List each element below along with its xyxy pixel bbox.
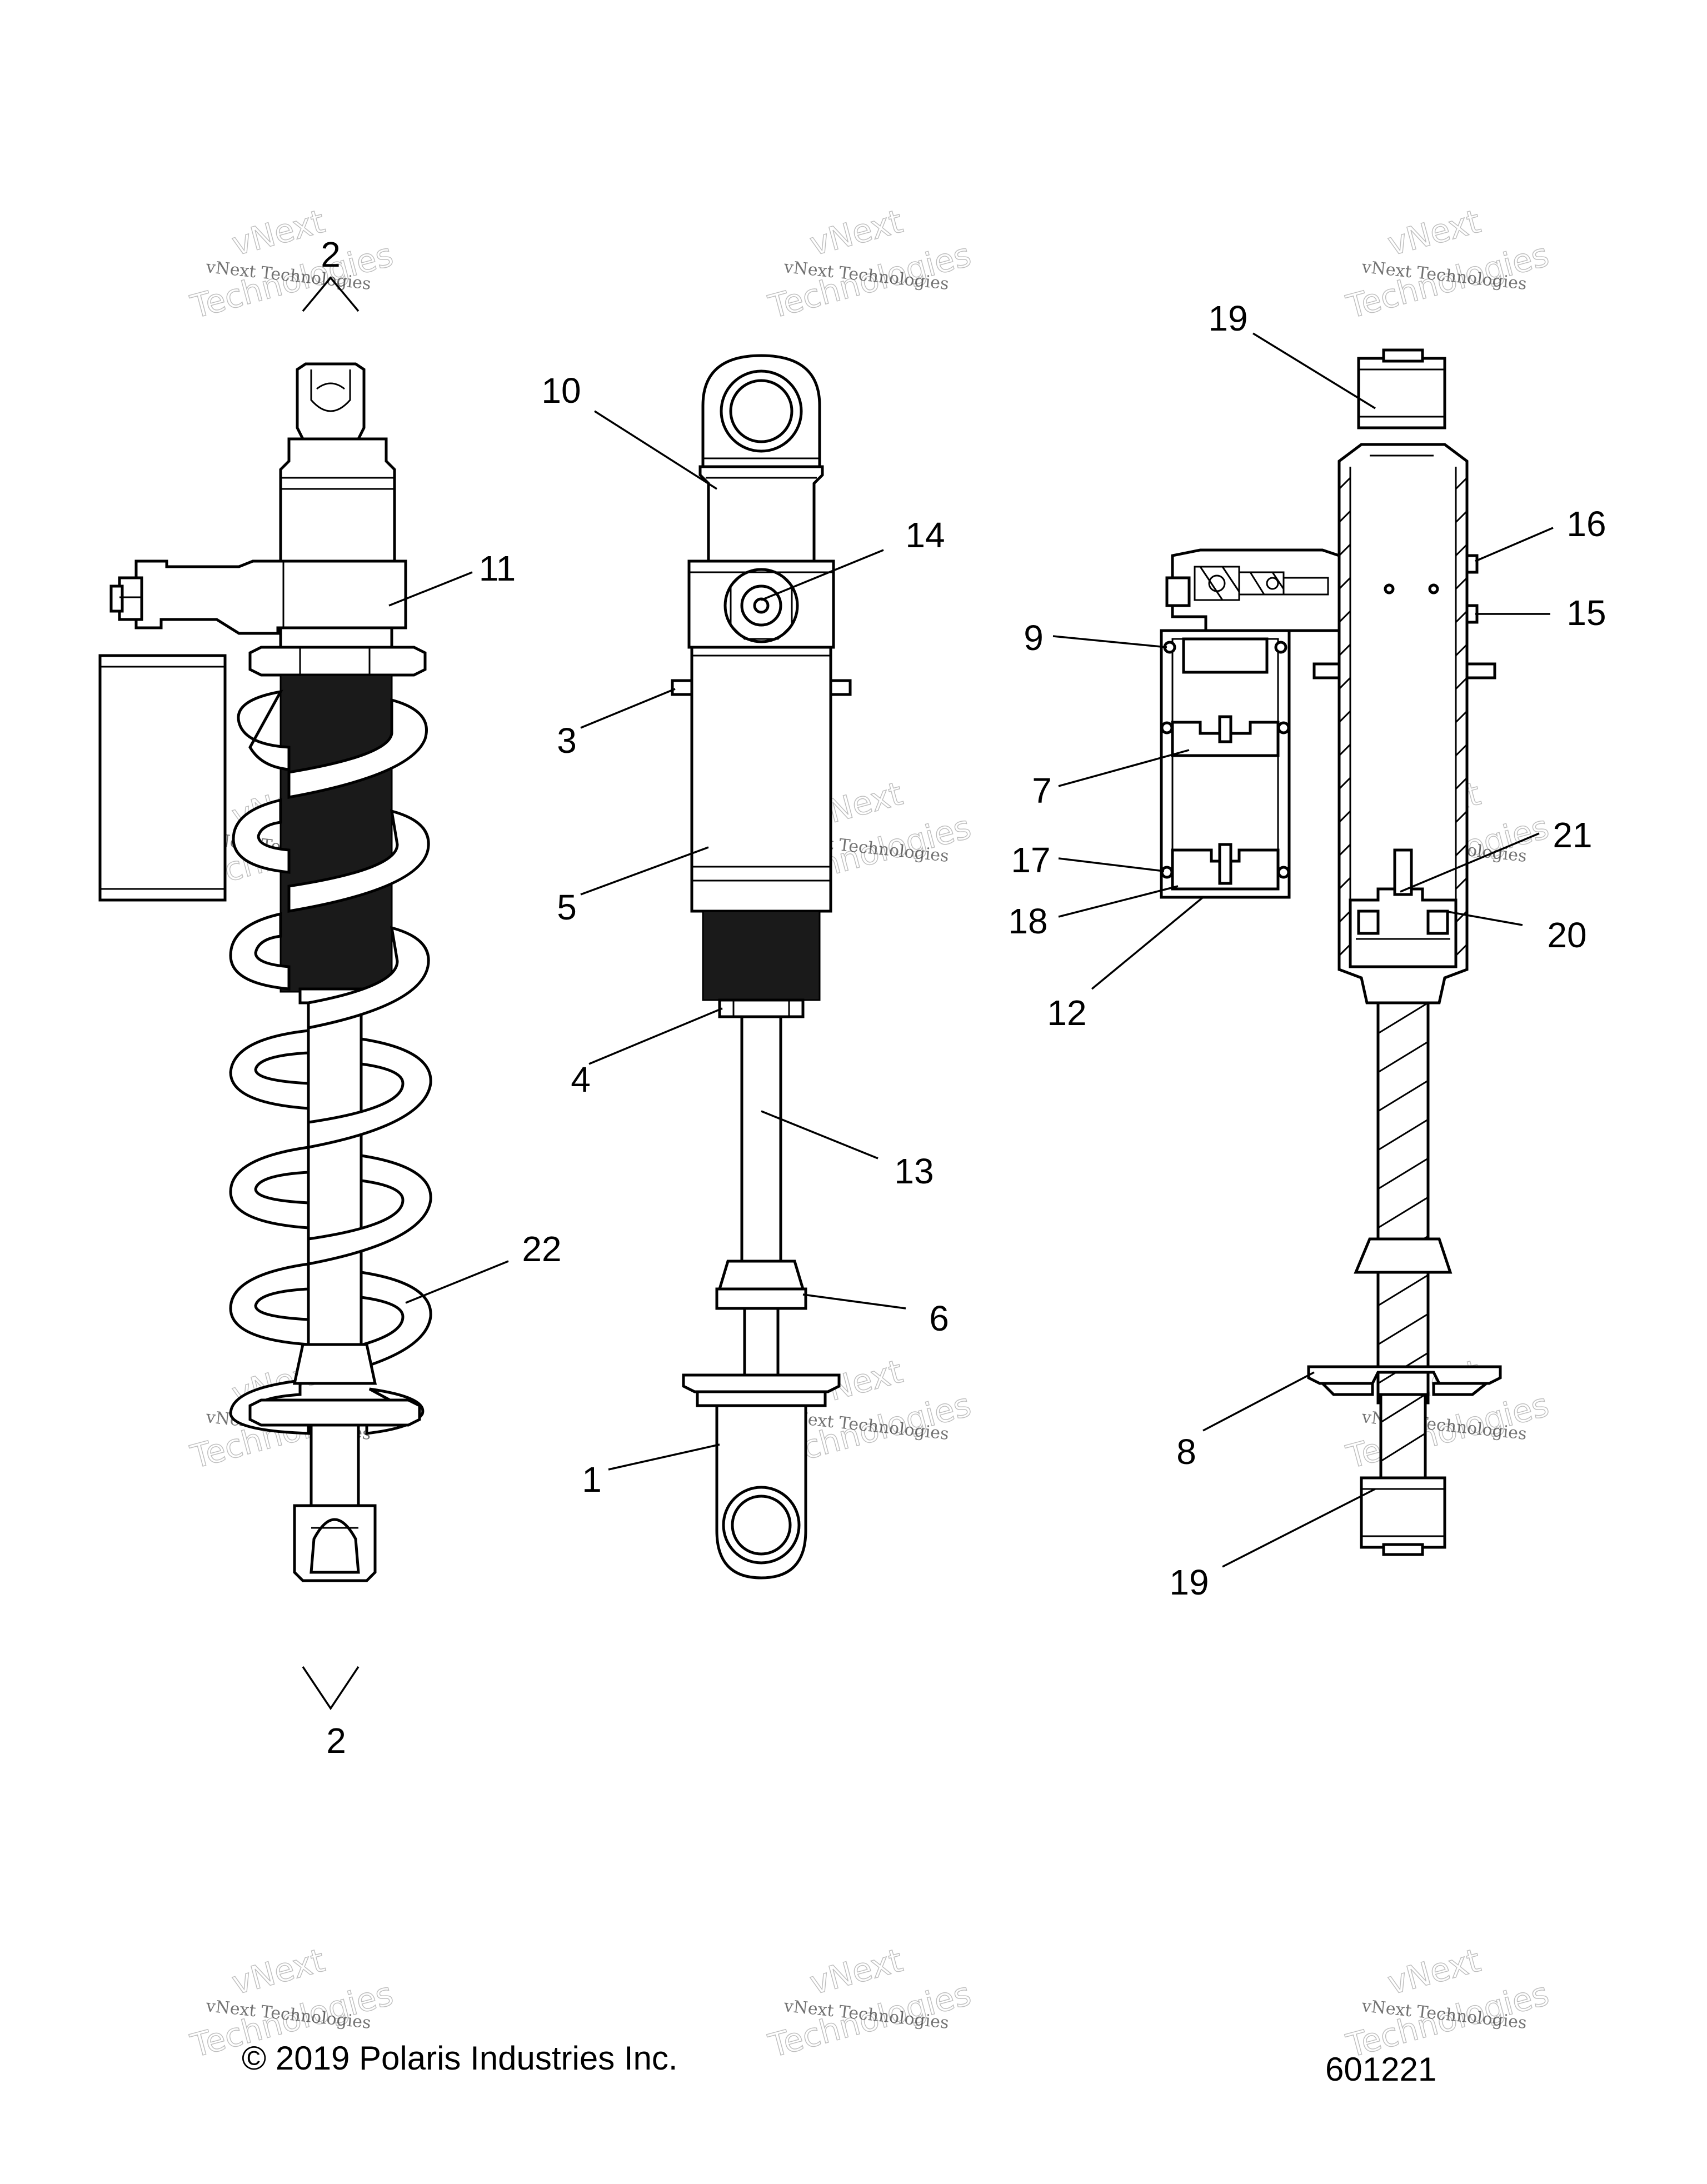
diagram-number: 601221: [1325, 2051, 1436, 2088]
watermark: vNext Technologies vNext Technologies: [764, 1941, 975, 2065]
leader-1: [608, 1443, 720, 1471]
callouts: 2 2 11 22 10 14 3 5 4 13 6 1 19 16 15 9 …: [321, 234, 1606, 1761]
watermark-line2: vNext: [806, 1941, 906, 2002]
callout-8: 8: [1176, 1432, 1196, 1472]
callout-12: 12: [1047, 993, 1086, 1033]
callout-5: 5: [557, 887, 577, 927]
callout-1: 1: [582, 1460, 602, 1500]
watermark-line2: vNext: [228, 1941, 328, 2002]
leader-17: [1058, 857, 1165, 872]
leader-22: [405, 1260, 509, 1304]
leader-7: [1058, 749, 1190, 787]
callout-19-top: 19: [1208, 298, 1247, 338]
footer: © 2019 Polaris Industries Inc. 601221: [242, 2040, 1436, 2088]
watermark: vNext Technologies vNext Technologies: [1342, 202, 1553, 326]
leader-9: [1052, 635, 1167, 648]
watermark-line2: vNext: [1384, 202, 1484, 263]
leader-5: [580, 846, 709, 896]
watermark: vNext Technologies vNext Technologies: [186, 202, 397, 326]
coil-spring: [229, 689, 432, 1435]
callout-3: 3: [557, 721, 577, 761]
leader-lines: [302, 276, 1554, 1711]
callout-22: 22: [522, 1229, 561, 1269]
leader-6: [802, 1293, 906, 1310]
watermark: vNext Technologies vNext Technologies: [764, 202, 975, 326]
callout-10: 10: [541, 371, 581, 411]
callout-21: 21: [1553, 815, 1592, 855]
leader-19-top: [1252, 332, 1376, 409]
callout-11: 11: [479, 548, 516, 588]
callout-4: 4: [571, 1059, 591, 1100]
callout-6: 6: [929, 1298, 949, 1338]
leader-16: [1475, 527, 1554, 562]
leader-8: [1202, 1371, 1315, 1432]
leader-21: [1400, 832, 1540, 893]
callout-17: 17: [1011, 840, 1050, 880]
leader-14: [761, 549, 884, 601]
callout-20: 20: [1547, 915, 1586, 955]
callout-18: 18: [1008, 901, 1047, 941]
watermark-line2: vNext: [1384, 1941, 1484, 2002]
leader-2-bottom: [302, 1666, 360, 1711]
leader-2-top: [302, 276, 360, 312]
leader-19-bottom: [1222, 1488, 1376, 1568]
right-shock-cutaway: [1160, 348, 1502, 1556]
leader-12: [1091, 896, 1204, 990]
leader-20: [1444, 910, 1523, 926]
callout-13: 13: [894, 1151, 934, 1191]
leader-4: [588, 1007, 723, 1065]
leader-18: [1058, 885, 1179, 918]
leader-10: [594, 410, 717, 490]
watermark-line2: vNext: [228, 202, 328, 263]
callout-2-top: 2: [321, 234, 341, 274]
copyright-text: © 2019 Polaris Industries Inc.: [242, 2040, 678, 2077]
callout-15: 15: [1566, 593, 1606, 633]
left-shock-assembly: [98, 362, 432, 1582]
callout-2-bottom: 2: [326, 1721, 346, 1761]
callout-16: 16: [1566, 504, 1606, 544]
callout-9: 9: [1024, 618, 1044, 658]
callout-14: 14: [905, 515, 945, 555]
valve-internals: [1194, 566, 1329, 601]
callout-19-bottom: 19: [1169, 1562, 1209, 1602]
center-shock-assembly: [671, 354, 852, 1580]
watermark-line2: vNext: [806, 202, 906, 263]
leader-3: [580, 688, 676, 729]
leader-11: [388, 571, 473, 607]
watermark: vNext Technologies vNext Technologies: [1342, 1941, 1553, 2065]
hatched-walls: [1338, 477, 1468, 957]
callout-7: 7: [1032, 771, 1052, 811]
leader-13: [761, 1110, 879, 1160]
